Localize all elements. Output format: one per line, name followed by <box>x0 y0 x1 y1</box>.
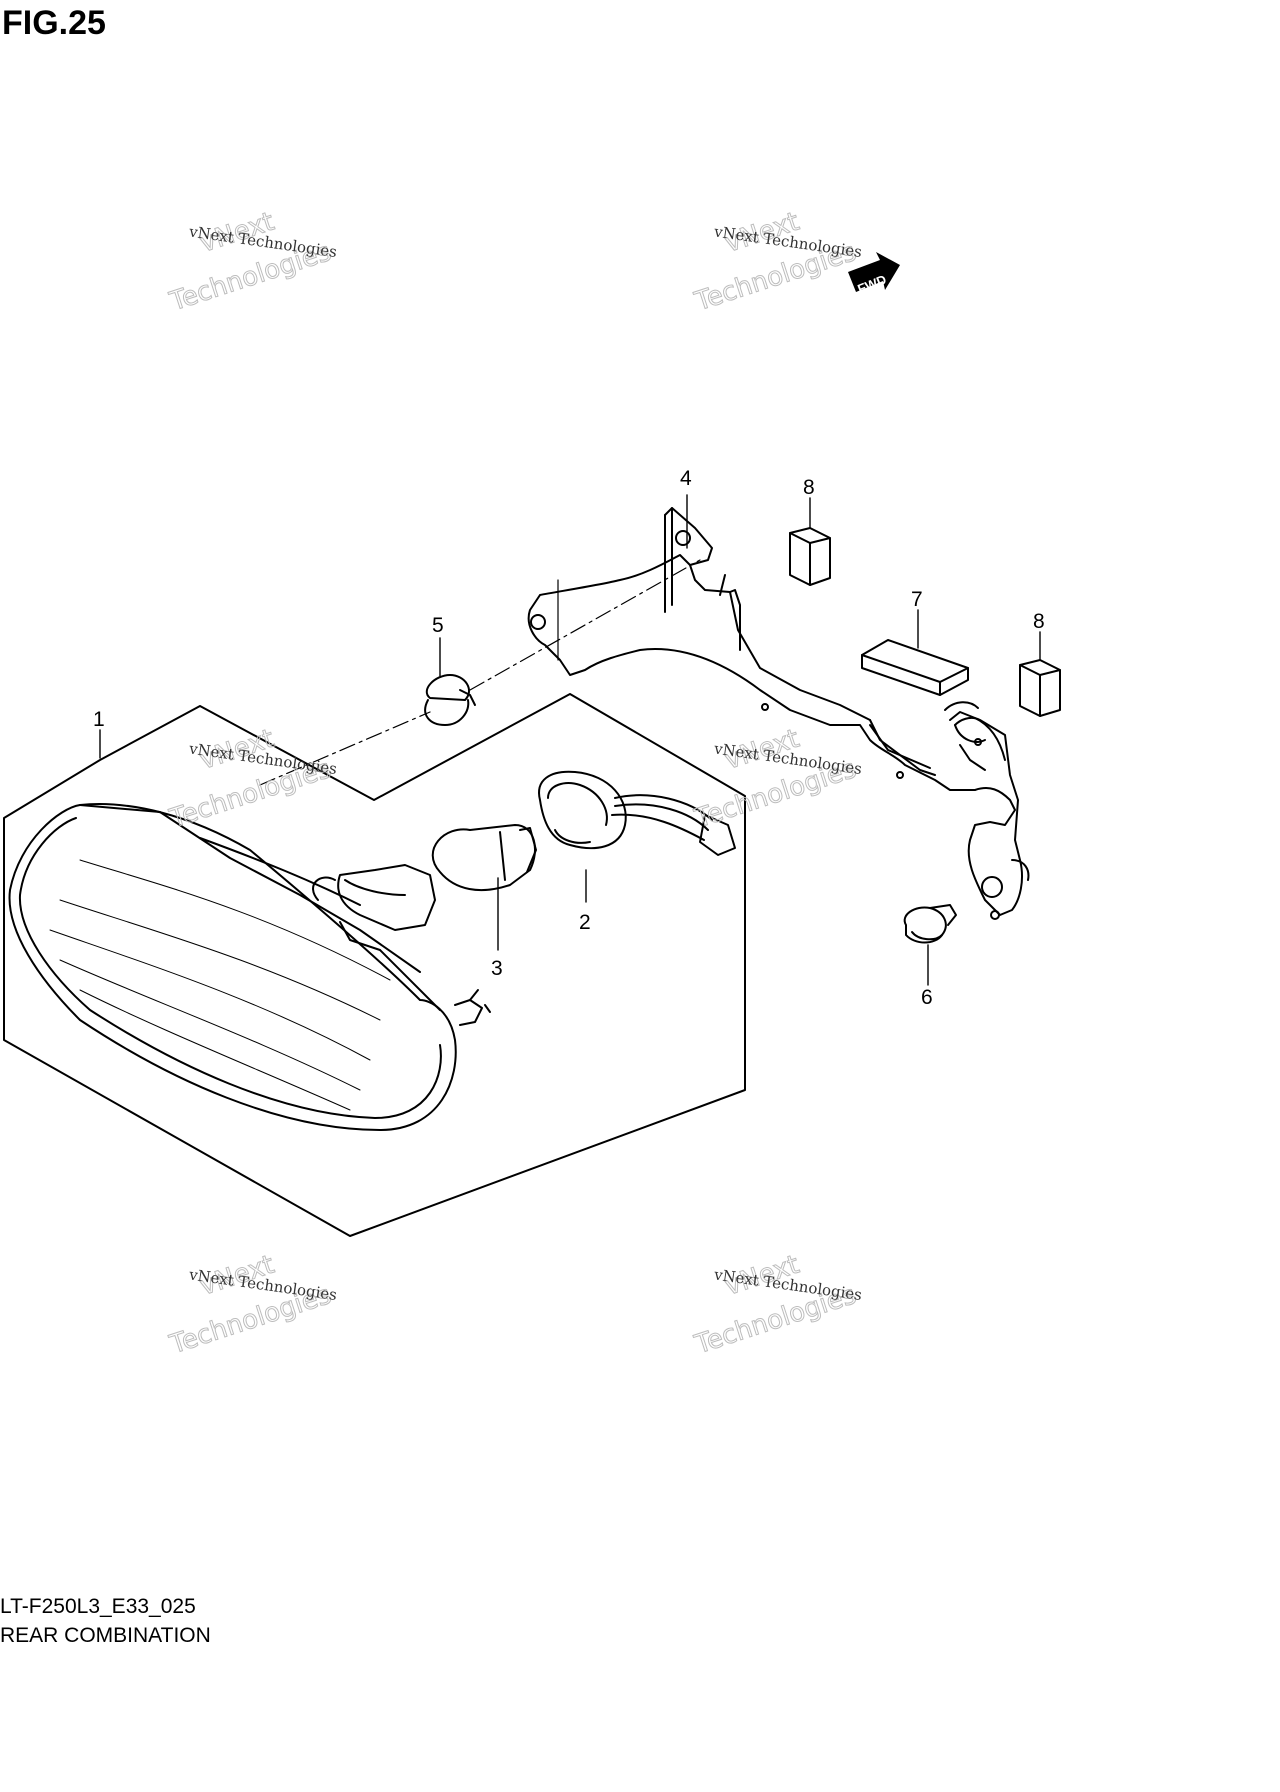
bulb-socket-with-wire <box>538 770 736 856</box>
callout-2: 2 <box>579 911 591 934</box>
callout-6: 6 <box>921 986 933 1009</box>
callout-5: 5 <box>432 614 444 637</box>
model-code: LT-F250L3_E33_025 <box>0 1595 196 1618</box>
figure-title: FIG.25 <box>2 4 106 42</box>
lamp-bracket <box>527 507 1030 920</box>
callout-4: 4 <box>680 467 692 490</box>
bulb <box>431 824 537 892</box>
watermark-bottom-right: vNext Technologies vNext Technologies <box>690 1249 863 1361</box>
callout-7: 7 <box>911 588 923 611</box>
tail-lamp-housing <box>8 803 491 1131</box>
section-name: REAR COMBINATION <box>0 1624 211 1647</box>
cushion-pad-upper <box>789 527 831 586</box>
callout-1: 1 <box>93 708 105 731</box>
callout-3: 3 <box>491 957 503 980</box>
assembly-group-box <box>3 693 746 1237</box>
reflector-strip <box>861 639 969 696</box>
assembly-center-line <box>259 559 701 786</box>
watermark-top-left: vNext Technologies vNext Technologies <box>165 206 338 318</box>
callout-8-right: 8 <box>1033 610 1045 633</box>
watermark-mid-left: vNext Technologies vNext Technologies <box>165 723 338 835</box>
rubber-grommet <box>424 674 476 726</box>
watermark-top-right: vNext Technologies vNext Technologies <box>690 206 863 318</box>
flange-bolt <box>903 904 957 944</box>
callout-8-upper: 8 <box>803 476 815 499</box>
cushion-pad-right <box>1019 659 1061 717</box>
watermark-bottom-left: vNext Technologies vNext Technologies <box>165 1249 338 1361</box>
